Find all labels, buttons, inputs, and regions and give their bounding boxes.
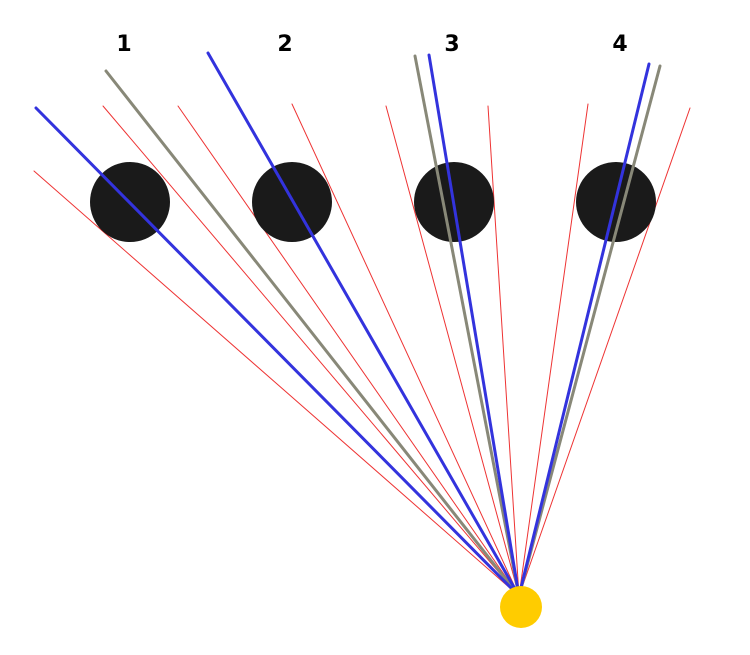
- blue-ray-2: [206, 51, 521, 598]
- gray-ray-3: [517, 64, 662, 598]
- thin-ray-6: [487, 105, 520, 597]
- blue-ray-1: [34, 106, 521, 598]
- label-2: 2: [277, 32, 292, 57]
- thin-ray-7: [518, 103, 589, 597]
- circles-group: [90, 162, 656, 242]
- label-1: 1: [116, 32, 131, 57]
- thin-ray-3: [177, 105, 520, 597]
- gray-ray-1: [104, 69, 521, 598]
- label-4: 4: [612, 32, 627, 57]
- blue-ray-3: [427, 53, 521, 598]
- thin-ray-2: [102, 105, 520, 597]
- thick-rays-group: [34, 51, 662, 598]
- gray-ray-2: [413, 54, 521, 598]
- light-source: [500, 586, 542, 628]
- thin-rays-group: [33, 103, 691, 597]
- thin-ray-5: [385, 105, 520, 597]
- blue-ray-4: [517, 62, 651, 598]
- label-3: 3: [444, 32, 459, 57]
- thin-ray-1: [33, 170, 520, 597]
- thin-ray-4: [291, 103, 520, 597]
- thin-ray-8: [518, 107, 691, 597]
